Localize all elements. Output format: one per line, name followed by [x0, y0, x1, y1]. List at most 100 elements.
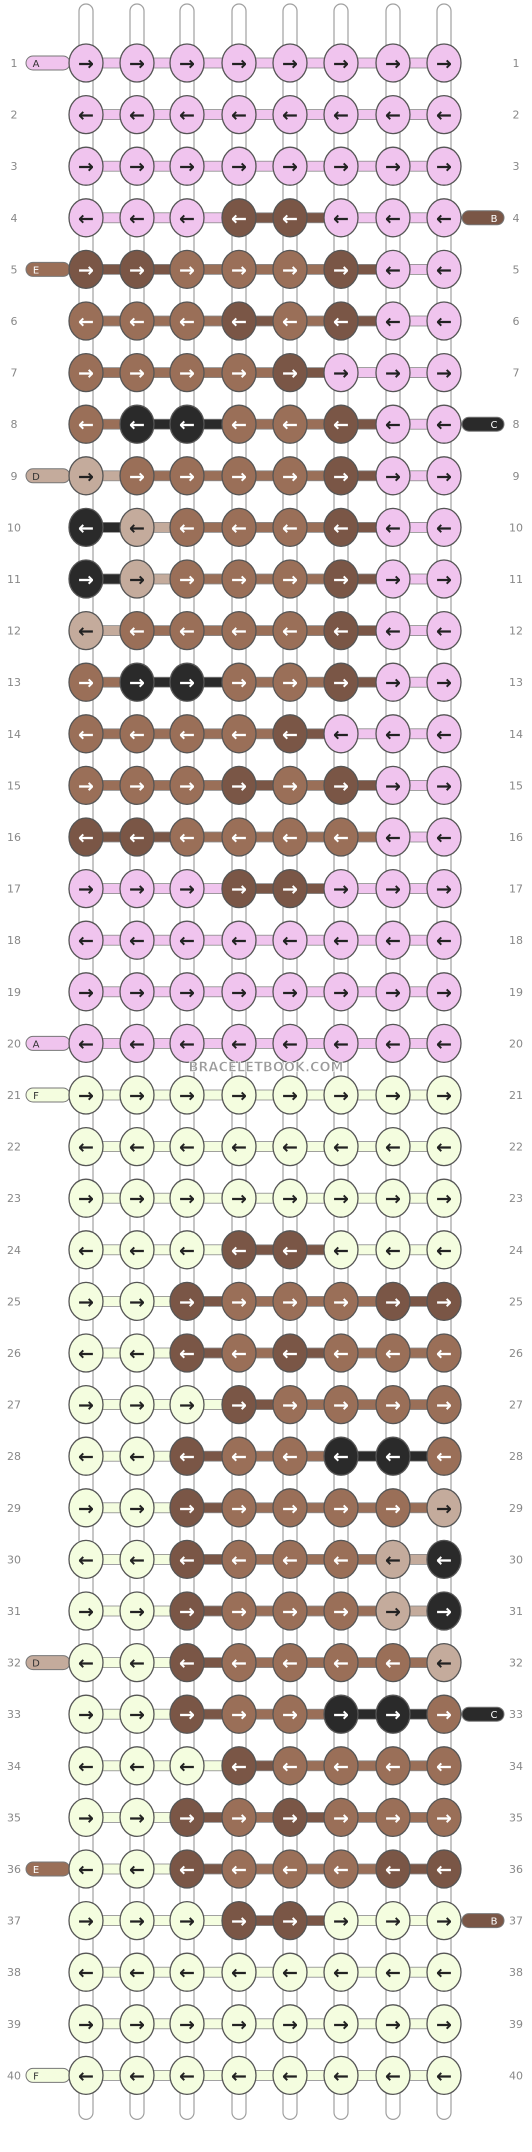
knot[interactable]: → — [323, 249, 359, 290]
knot[interactable]: ← — [426, 1126, 462, 1167]
knot[interactable]: ← — [375, 249, 411, 290]
knot[interactable]: ← — [221, 610, 257, 651]
knot[interactable]: → — [272, 1075, 308, 1115]
knot[interactable]: → — [272, 662, 308, 702]
knot[interactable]: → — [323, 559, 359, 599]
knot[interactable]: ← — [426, 1849, 462, 1889]
knot[interactable]: ← — [68, 507, 104, 548]
knot[interactable]: → — [375, 1900, 411, 1941]
knot[interactable]: ← — [272, 714, 308, 754]
knot[interactable]: → — [375, 1591, 411, 1631]
knot[interactable]: → — [323, 352, 359, 393]
knot[interactable]: ← — [221, 2055, 257, 2096]
knot[interactable]: ← — [119, 404, 155, 444]
knot[interactable]: → — [272, 43, 308, 83]
knot[interactable]: ← — [323, 817, 359, 857]
knot[interactable]: ← — [426, 249, 462, 290]
knot[interactable]: → — [68, 1900, 104, 1941]
knot[interactable]: ← — [169, 1642, 205, 1683]
knot[interactable]: → — [119, 765, 155, 806]
knot[interactable]: ← — [375, 714, 411, 754]
knot[interactable]: ← — [119, 920, 155, 960]
knot[interactable]: ← — [221, 1126, 257, 1167]
knot[interactable]: ← — [426, 920, 462, 960]
knot[interactable]: → — [119, 1178, 155, 1218]
knot[interactable]: → — [68, 559, 104, 599]
knot[interactable]: ← — [426, 1952, 462, 1992]
knot[interactable]: → — [272, 1694, 308, 1734]
knot[interactable]: → — [375, 1694, 411, 1734]
knot[interactable]: ← — [375, 1023, 411, 1064]
knot[interactable]: → — [221, 1384, 257, 1425]
knot[interactable]: → — [169, 456, 205, 496]
knot[interactable]: → — [375, 765, 411, 806]
knot[interactable]: → — [169, 1591, 205, 1631]
knot[interactable]: ← — [272, 817, 308, 857]
knot[interactable]: ← — [221, 94, 257, 135]
knot[interactable]: ← — [323, 1023, 359, 1064]
knot[interactable]: → — [169, 1797, 205, 1838]
knot[interactable]: ← — [323, 714, 359, 754]
knot[interactable]: → — [119, 1900, 155, 1941]
knot[interactable]: ← — [426, 94, 462, 135]
knot[interactable]: ← — [221, 1539, 257, 1580]
knot[interactable]: → — [119, 2004, 155, 2044]
knot[interactable]: → — [68, 1694, 104, 1734]
knot[interactable]: ← — [375, 404, 411, 444]
knot[interactable]: → — [323, 1900, 359, 1941]
knot[interactable]: → — [323, 765, 359, 806]
knot[interactable]: ← — [68, 1436, 104, 1476]
knot[interactable]: → — [375, 1488, 411, 1528]
knot[interactable]: ← — [169, 1746, 205, 1786]
knot[interactable]: ← — [169, 1849, 205, 1889]
knot[interactable]: → — [375, 146, 411, 186]
knot[interactable]: → — [68, 352, 104, 393]
knot[interactable]: ← — [272, 198, 308, 238]
knot[interactable]: ← — [68, 610, 104, 651]
knot[interactable]: ← — [169, 94, 205, 135]
knot[interactable]: ← — [169, 2055, 205, 2096]
knot[interactable]: ← — [426, 1642, 462, 1683]
knot[interactable]: → — [221, 352, 257, 393]
knot[interactable]: → — [221, 1178, 257, 1218]
knot[interactable]: ← — [375, 198, 411, 238]
knot[interactable]: → — [221, 1591, 257, 1631]
knot[interactable]: → — [169, 249, 205, 290]
knot[interactable]: ← — [426, 404, 462, 444]
knot[interactable]: ← — [272, 1539, 308, 1580]
knot[interactable]: ← — [272, 610, 308, 651]
knot[interactable]: ← — [221, 1849, 257, 1889]
knot[interactable]: ← — [323, 507, 359, 548]
knot[interactable]: → — [68, 1488, 104, 1528]
knot[interactable]: → — [272, 1900, 308, 1941]
knot[interactable]: → — [272, 1178, 308, 1218]
knot[interactable]: ← — [119, 1436, 155, 1476]
knot[interactable]: ← — [169, 1230, 205, 1270]
knot[interactable]: → — [272, 1384, 308, 1425]
knot[interactable]: → — [169, 765, 205, 806]
knot[interactable]: ← — [68, 1023, 104, 1064]
knot[interactable]: ← — [68, 1126, 104, 1167]
knot[interactable]: → — [426, 1178, 462, 1218]
knot[interactable]: ← — [119, 1746, 155, 1786]
knot[interactable]: ← — [119, 610, 155, 651]
knot[interactable]: → — [68, 765, 104, 806]
knot[interactable]: ← — [375, 1230, 411, 1270]
knot[interactable]: → — [272, 2004, 308, 2044]
knot[interactable]: → — [426, 972, 462, 1012]
knot[interactable]: → — [426, 1488, 462, 1528]
knot[interactable]: → — [119, 352, 155, 393]
knot[interactable]: → — [119, 1694, 155, 1734]
knot[interactable]: ← — [272, 1642, 308, 1683]
knot[interactable]: → — [119, 1591, 155, 1631]
knot[interactable]: → — [169, 1281, 205, 1322]
knot[interactable]: → — [119, 868, 155, 909]
knot[interactable]: → — [323, 146, 359, 186]
knot[interactable]: → — [375, 559, 411, 599]
knot[interactable]: → — [119, 1384, 155, 1425]
knot[interactable]: → — [68, 1075, 104, 1115]
knot[interactable]: ← — [426, 1746, 462, 1786]
knot[interactable]: → — [272, 1591, 308, 1631]
knot[interactable]: → — [119, 1281, 155, 1322]
knot[interactable]: ← — [119, 714, 155, 754]
